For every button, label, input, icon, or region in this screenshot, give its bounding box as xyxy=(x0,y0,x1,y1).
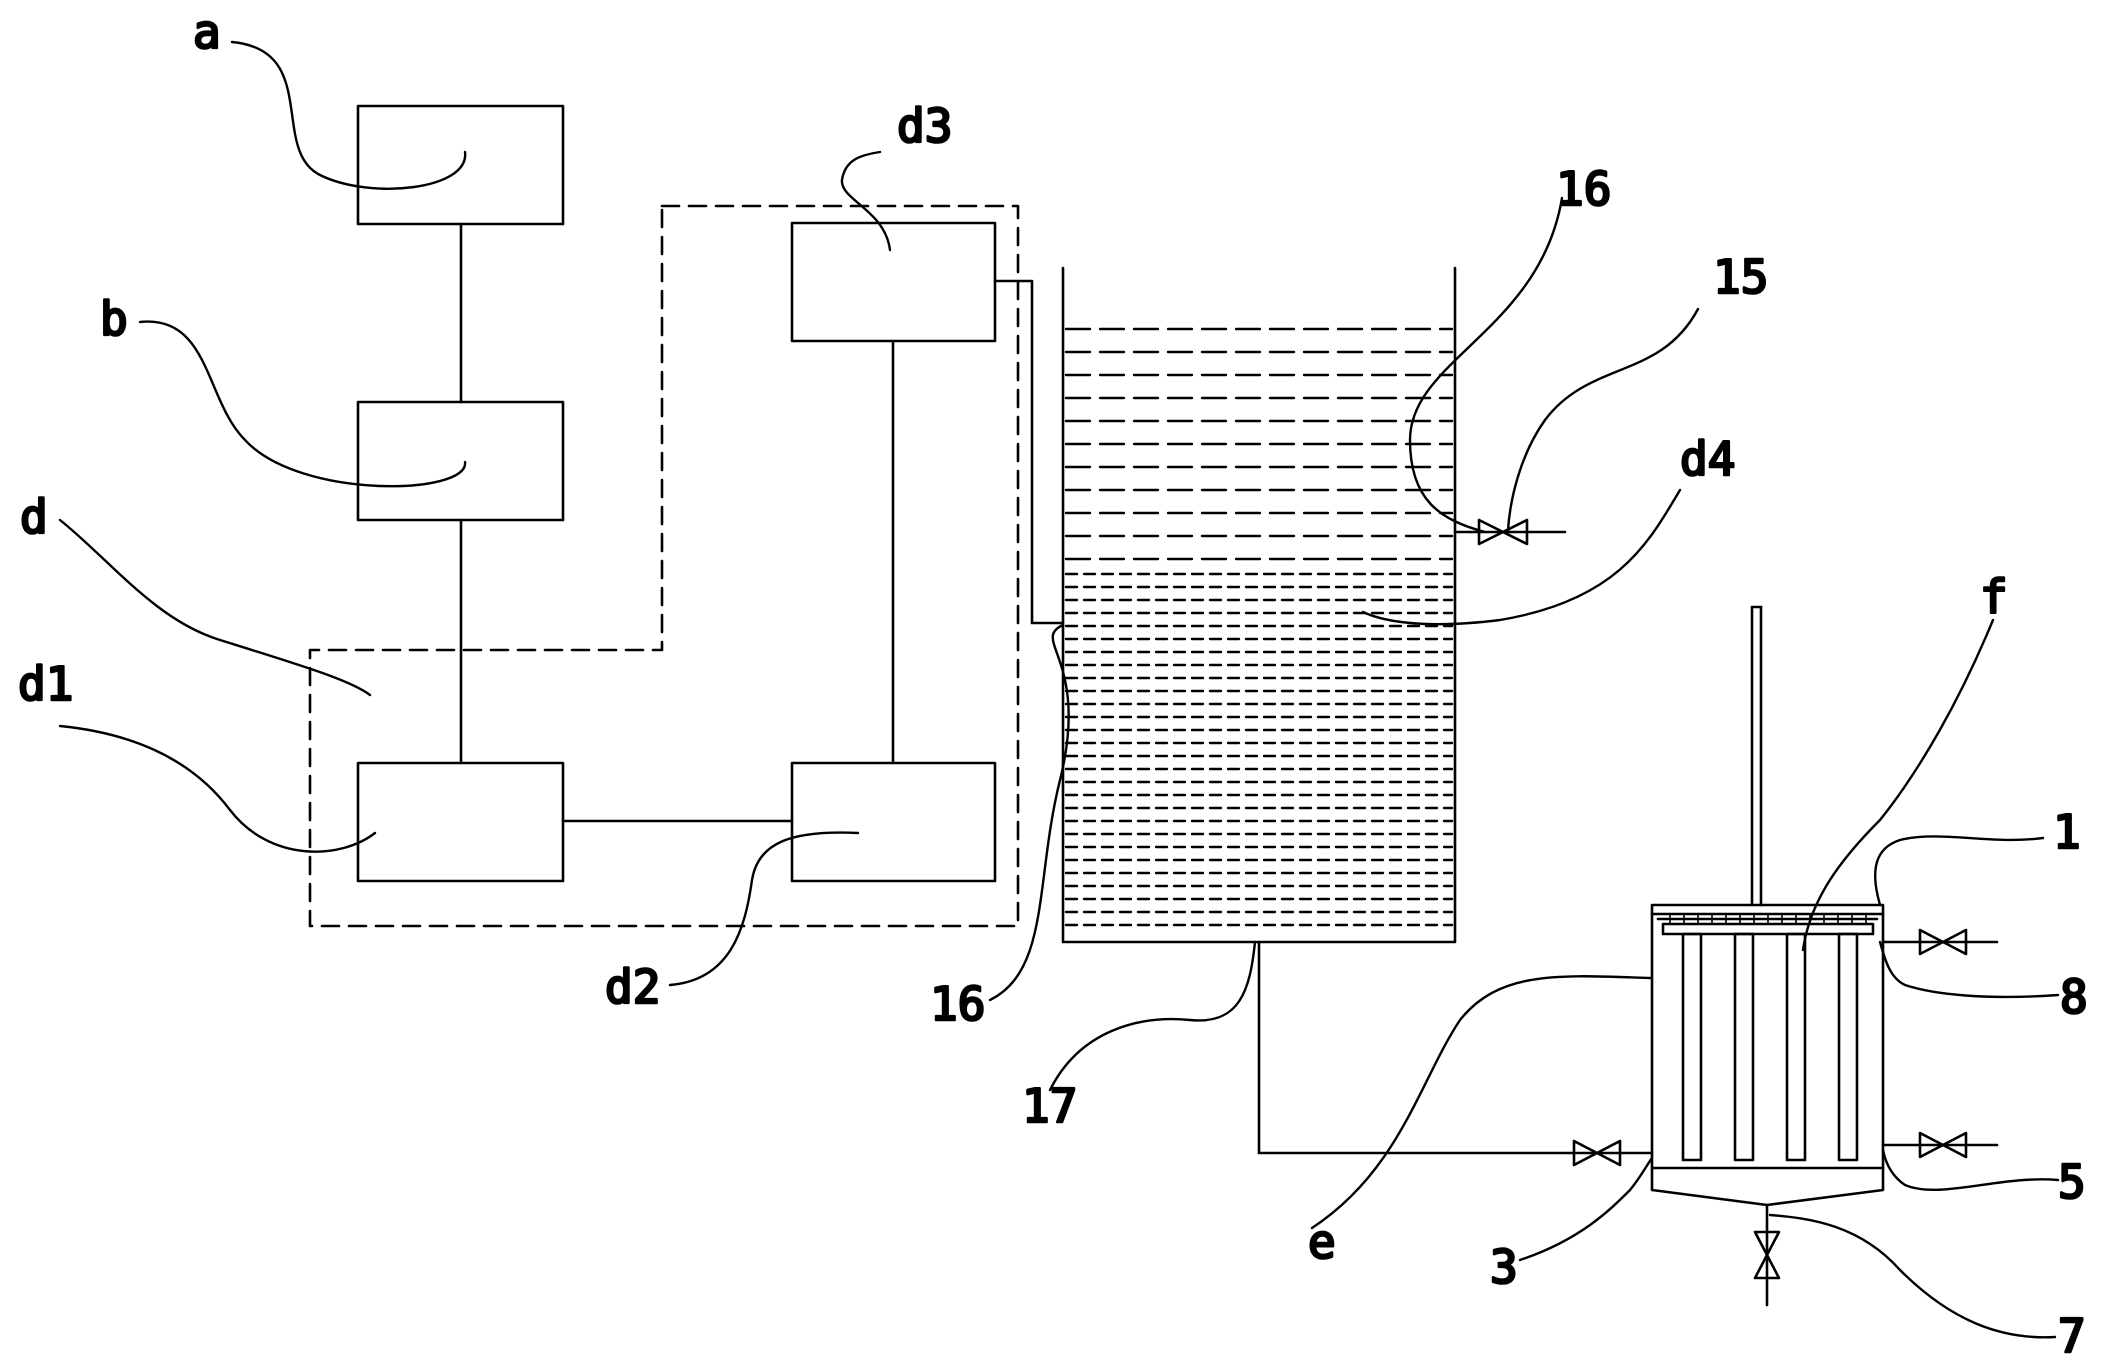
label-1: 1 xyxy=(2053,805,2081,859)
leader-5 xyxy=(1881,1148,2060,1192)
leader-17 xyxy=(1048,940,1257,1092)
label-e: e xyxy=(1308,1215,1336,1269)
label-b: b xyxy=(100,292,128,346)
label-17: 17 xyxy=(1022,1079,1077,1133)
leader-d4 xyxy=(1361,488,1682,626)
tank-wall xyxy=(1061,266,1457,944)
leader-e xyxy=(1310,975,1652,1230)
leader-d1 xyxy=(58,724,377,853)
label-d2: d2 xyxy=(605,960,660,1014)
reactor-inlet-valve xyxy=(1572,1139,1622,1167)
leader-15 xyxy=(1506,307,1700,532)
label-d: d xyxy=(20,490,48,544)
leader-f xyxy=(1801,618,1995,952)
leader-b xyxy=(138,320,467,488)
label-5: 5 xyxy=(2058,1155,2086,1209)
block-d3 xyxy=(790,221,997,343)
label-3: 3 xyxy=(1490,1240,1518,1294)
valve-8 xyxy=(1918,928,1968,956)
label-16-top: 16 xyxy=(1556,162,1611,216)
block-a xyxy=(356,104,565,226)
valve-7 xyxy=(1753,1230,1781,1280)
label-7: 7 xyxy=(2058,1309,2086,1363)
leader-3 xyxy=(1518,1156,1654,1262)
leader-1 xyxy=(1873,835,2045,907)
reactor-body xyxy=(1650,912,1885,1170)
subsystem-d-boundary xyxy=(308,204,1020,928)
leader-d2 xyxy=(668,831,860,987)
label-a: a xyxy=(193,5,221,59)
electrode-tubes xyxy=(1669,913,1867,1162)
component-f-plate xyxy=(1661,922,1875,936)
leader-lines xyxy=(58,40,2060,1339)
valve-15 xyxy=(1477,518,1529,546)
leader-d xyxy=(58,518,372,697)
label-f: f xyxy=(1980,570,2008,624)
label-16-bottom: 16 xyxy=(930,977,985,1031)
tank-upper-liquid-layer xyxy=(1064,327,1454,561)
leader-16-bottom xyxy=(988,623,1070,1002)
leader-d3 xyxy=(840,150,892,252)
tank-lower-liquid-layer xyxy=(1064,572,1454,927)
block-d2 xyxy=(790,761,997,883)
reactor-lid xyxy=(1650,903,1885,916)
label-8: 8 xyxy=(2060,970,2088,1024)
block-d1 xyxy=(356,761,565,883)
label-d1: d1 xyxy=(18,657,73,711)
label-d3: d3 xyxy=(897,99,952,153)
d3-outlet-pipe xyxy=(993,279,1065,625)
label-d4: d4 xyxy=(1680,432,1735,486)
leader-16-top xyxy=(1408,196,1564,534)
block-b xyxy=(356,400,565,522)
leader-7 xyxy=(1768,1213,2057,1339)
label-15: 15 xyxy=(1713,250,1768,304)
pipe-17 xyxy=(1257,940,1654,1155)
leader-8 xyxy=(1878,940,2060,999)
reactor-cone-bottom xyxy=(1650,1166,1885,1207)
valve-5 xyxy=(1918,1131,1968,1159)
leader-a xyxy=(230,40,467,190)
